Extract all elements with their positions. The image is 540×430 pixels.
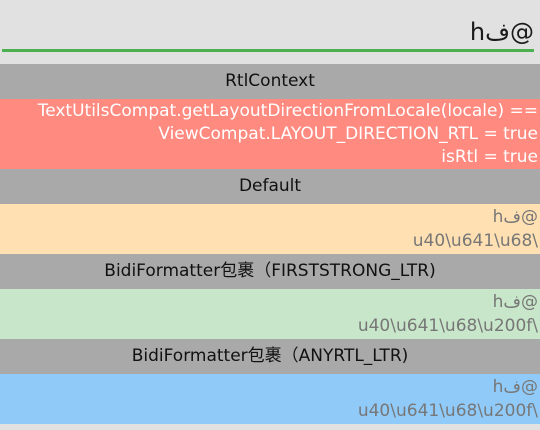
firststrong-line-2: u40\u641\u68\u200f\ [357, 316, 538, 336]
section-body-firststrong: hف@ u40\u641\u68\u200f\ [0, 289, 540, 339]
section-body-default: hف@ u40\u641\u68\ [0, 204, 540, 254]
section-header-rtlcontext: RtlContext [0, 64, 540, 99]
rtl-line-1: TextUtilsCompat.getLayoutDirectionFromLo… [37, 101, 538, 121]
section-header-default: Default [0, 169, 540, 204]
section-body-rtlcontext: TextUtilsCompat.getLayoutDirectionFromLo… [0, 99, 540, 169]
anyrtl-line-1: hف@ [492, 377, 538, 397]
input-underline [2, 49, 534, 52]
rtl-line-2: ViewCompat.LAYOUT_DIRECTION_RTL = true [158, 124, 538, 144]
text-input-container[interactable]: hف@ [0, 0, 540, 62]
default-line-2: u40\u641\u68\ [412, 231, 538, 251]
text-input[interactable]: hف@ [469, 18, 534, 46]
section-header-firststrong: BidiFormatter包裹（FIRSTSTRONG_LTR) [0, 254, 540, 289]
section-body-anyrtl: hف@ u40\u641\u68\u200f\ [0, 374, 540, 424]
section-header-anyrtl: BidiFormatter包裹（ANYRTL_LTR) [0, 339, 540, 374]
firststrong-line-1: hف@ [492, 292, 538, 312]
anyrtl-line-2: u40\u641\u68\u200f\ [357, 401, 538, 421]
rtl-line-3: isRtl = true [441, 147, 538, 167]
default-line-1: hف@ [492, 207, 538, 227]
